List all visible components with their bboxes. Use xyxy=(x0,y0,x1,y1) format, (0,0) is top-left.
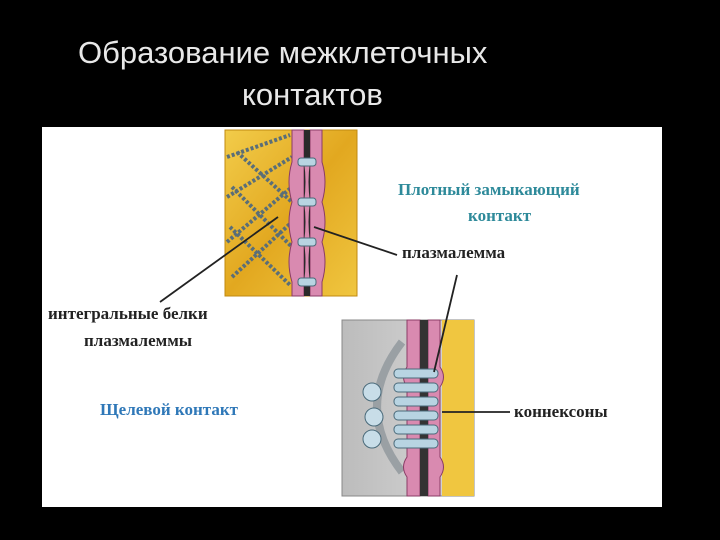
gap-junction-illustration xyxy=(341,319,475,497)
plasmalemma-leader xyxy=(313,226,398,256)
slide-title-line2: контактов xyxy=(242,77,383,112)
integral-protein-strands xyxy=(225,133,294,287)
label-plasmalemma: плазмалемма xyxy=(402,243,506,262)
connexon-channels xyxy=(393,368,439,449)
plasmalemma-gap-leader xyxy=(433,274,458,373)
diagram-panel: Плотный замыкающий контакт плазмалемма и… xyxy=(42,127,662,507)
tight-junction-illustration xyxy=(224,129,358,297)
connexon-rosettes xyxy=(362,382,384,449)
leader-lines xyxy=(159,216,510,413)
gap-membrane-pair xyxy=(403,319,444,497)
slide-title-line1: Образование межклеточных xyxy=(78,35,488,70)
label-integral-proteins-1: интегральные белки xyxy=(48,304,208,323)
slide-title: Образование межклеточных контактов xyxy=(0,32,720,116)
label-gap-junction: Щелевой контакт xyxy=(100,400,238,419)
label-connexons: коннексоны xyxy=(514,402,608,421)
label-integral-proteins-2: плазмалеммы xyxy=(84,331,193,350)
integral-proteins-leader xyxy=(159,216,279,303)
tight-membrane-pair xyxy=(288,129,326,297)
junction-diagram xyxy=(159,129,510,497)
tight-junction-seals xyxy=(297,157,317,287)
label-tight-junction-2: контакт xyxy=(468,206,532,225)
label-tight-junction-1: Плотный замыкающий xyxy=(398,180,580,199)
